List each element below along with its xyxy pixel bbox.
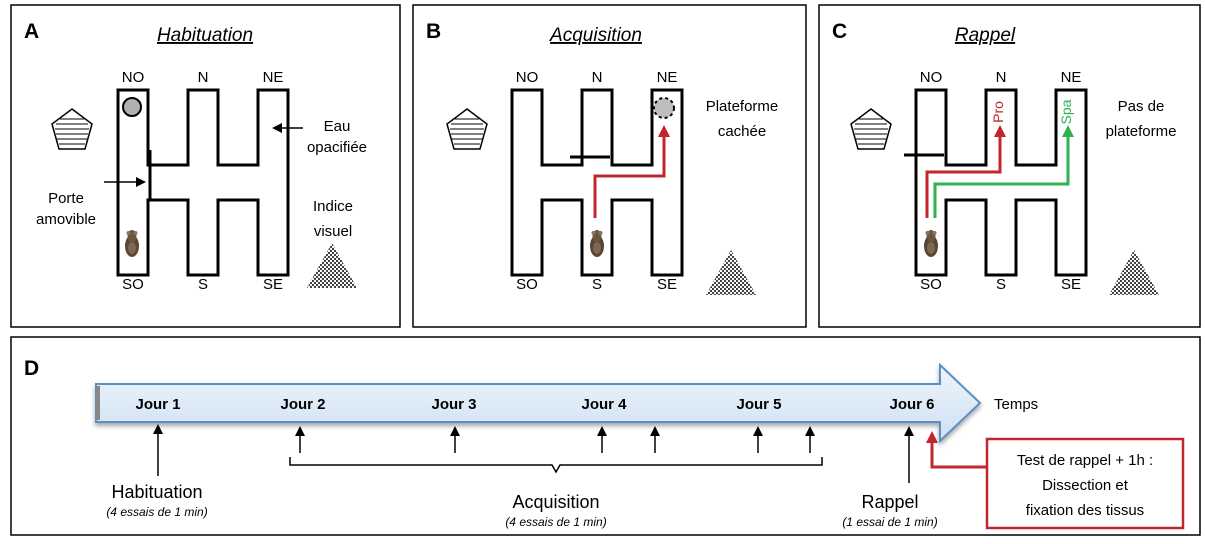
triangle-cue-icon xyxy=(1109,250,1159,295)
panel-a-letter: A xyxy=(24,20,39,43)
cue-label-1: Indice xyxy=(313,198,353,215)
pro-label: Pro xyxy=(990,101,1006,123)
day-label-3: Jour 3 xyxy=(431,396,476,413)
test-box-line1: Test de rappel + 1h : xyxy=(1017,452,1153,469)
day-label-5: Jour 5 xyxy=(736,396,781,413)
arm-label-no: NO xyxy=(920,69,943,86)
arm-label-n: N xyxy=(198,69,209,86)
arm-label-n: N xyxy=(996,69,1007,86)
triangle-cue-icon xyxy=(706,250,756,295)
panel-c-title: Rappel xyxy=(955,25,1016,46)
day-label-2: Jour 2 xyxy=(280,396,325,413)
rappel-sublabel: (1 essai de 1 min) xyxy=(842,515,937,529)
arm-label-se: SE xyxy=(1061,276,1081,293)
noplatform-label-2: plateforme xyxy=(1106,123,1177,140)
panel-b-frame xyxy=(412,4,807,328)
water-label-2: opacifiée xyxy=(307,139,367,156)
panel-b: B Acquisition NO N NE SO S SE Plateforme… xyxy=(412,4,807,328)
panel-a-frame xyxy=(10,4,401,328)
habituation-label: Habituation xyxy=(111,482,202,502)
arm-label-ne: NE xyxy=(263,69,284,86)
acquisition-brace xyxy=(289,457,823,474)
cue-label-2: visuel xyxy=(314,223,352,240)
panel-c-frame xyxy=(818,4,1201,328)
learning-path-arrow xyxy=(593,125,670,218)
day-label-4: Jour 4 xyxy=(581,396,627,413)
timeline-arrow xyxy=(95,362,982,444)
spa-path-arrow xyxy=(933,125,1074,218)
spa-label: Spa xyxy=(1058,99,1074,124)
mouse-icon xyxy=(924,230,938,257)
arm-label-so: SO xyxy=(920,276,942,293)
arm-label-n: N xyxy=(592,69,603,86)
visible-platform xyxy=(122,97,142,117)
timeline-start-edge xyxy=(96,386,100,420)
water-label-1: Eau xyxy=(324,118,351,135)
pentagon-cue-icon xyxy=(850,108,892,150)
arm-label-se: SE xyxy=(657,276,677,293)
panel-b-title: Acquisition xyxy=(549,25,642,46)
platform-label-2: cachée xyxy=(718,123,766,140)
hidden-platform xyxy=(653,97,675,119)
arm-label-ne: NE xyxy=(657,69,678,86)
time-axis-label: Temps xyxy=(994,396,1038,413)
habituation-sublabel: (4 essais de 1 min) xyxy=(106,505,207,519)
triangle-cue-icon xyxy=(307,243,357,288)
arm-label-ne: NE xyxy=(1061,69,1082,86)
acquisition-sublabel: (4 essais de 1 min) xyxy=(505,515,606,529)
mouse-icon xyxy=(125,230,139,257)
arm-label-so: SO xyxy=(516,276,538,293)
test-connector-arrow xyxy=(926,431,987,469)
panel-b-letter: B xyxy=(426,20,441,43)
panel-d-letter: D xyxy=(24,357,39,380)
pro-path-arrow xyxy=(925,125,1006,218)
arm-label-se: SE xyxy=(263,276,283,293)
test-box-line3: fixation des tissus xyxy=(1026,502,1144,519)
test-box xyxy=(985,437,1185,530)
arm-label-no: NO xyxy=(122,69,145,86)
arm-label-s: S xyxy=(996,276,1006,293)
platform-label-1: Plateforme xyxy=(706,98,779,115)
day-label-6: Jour 6 xyxy=(889,396,934,413)
panel-d-frame xyxy=(10,336,1201,536)
rappel-label: Rappel xyxy=(861,492,918,512)
panel-d: D Jour 1 Jour 2 Jour 3 Jour 4 Jour 5 Jou… xyxy=(10,336,1201,536)
door-label-2: amovible xyxy=(36,211,96,228)
pentagon-cue-icon xyxy=(51,108,93,150)
arm-label-so: SO xyxy=(122,276,144,293)
arm-label-s: S xyxy=(592,276,602,293)
mouse-icon xyxy=(590,230,604,257)
day-label-1: Jour 1 xyxy=(135,396,180,413)
noplatform-label-1: Pas de xyxy=(1118,98,1165,115)
pentagon-cue-icon xyxy=(446,108,488,150)
door-label-1: Porte xyxy=(48,190,84,207)
panel-c: C Rappel NO N NE SO S SE Pro Spa Pas de … xyxy=(818,4,1201,328)
panel-c-letter: C xyxy=(832,20,847,43)
arm-label-s: S xyxy=(198,276,208,293)
panel-a: A Habituation NO N NE SO S SE Eau opacif… xyxy=(10,4,401,328)
acquisition-label: Acquisition xyxy=(512,492,599,512)
panel-a-title: Habituation xyxy=(157,25,253,46)
test-box-line2: Dissection et xyxy=(1042,477,1129,494)
arm-label-no: NO xyxy=(516,69,539,86)
